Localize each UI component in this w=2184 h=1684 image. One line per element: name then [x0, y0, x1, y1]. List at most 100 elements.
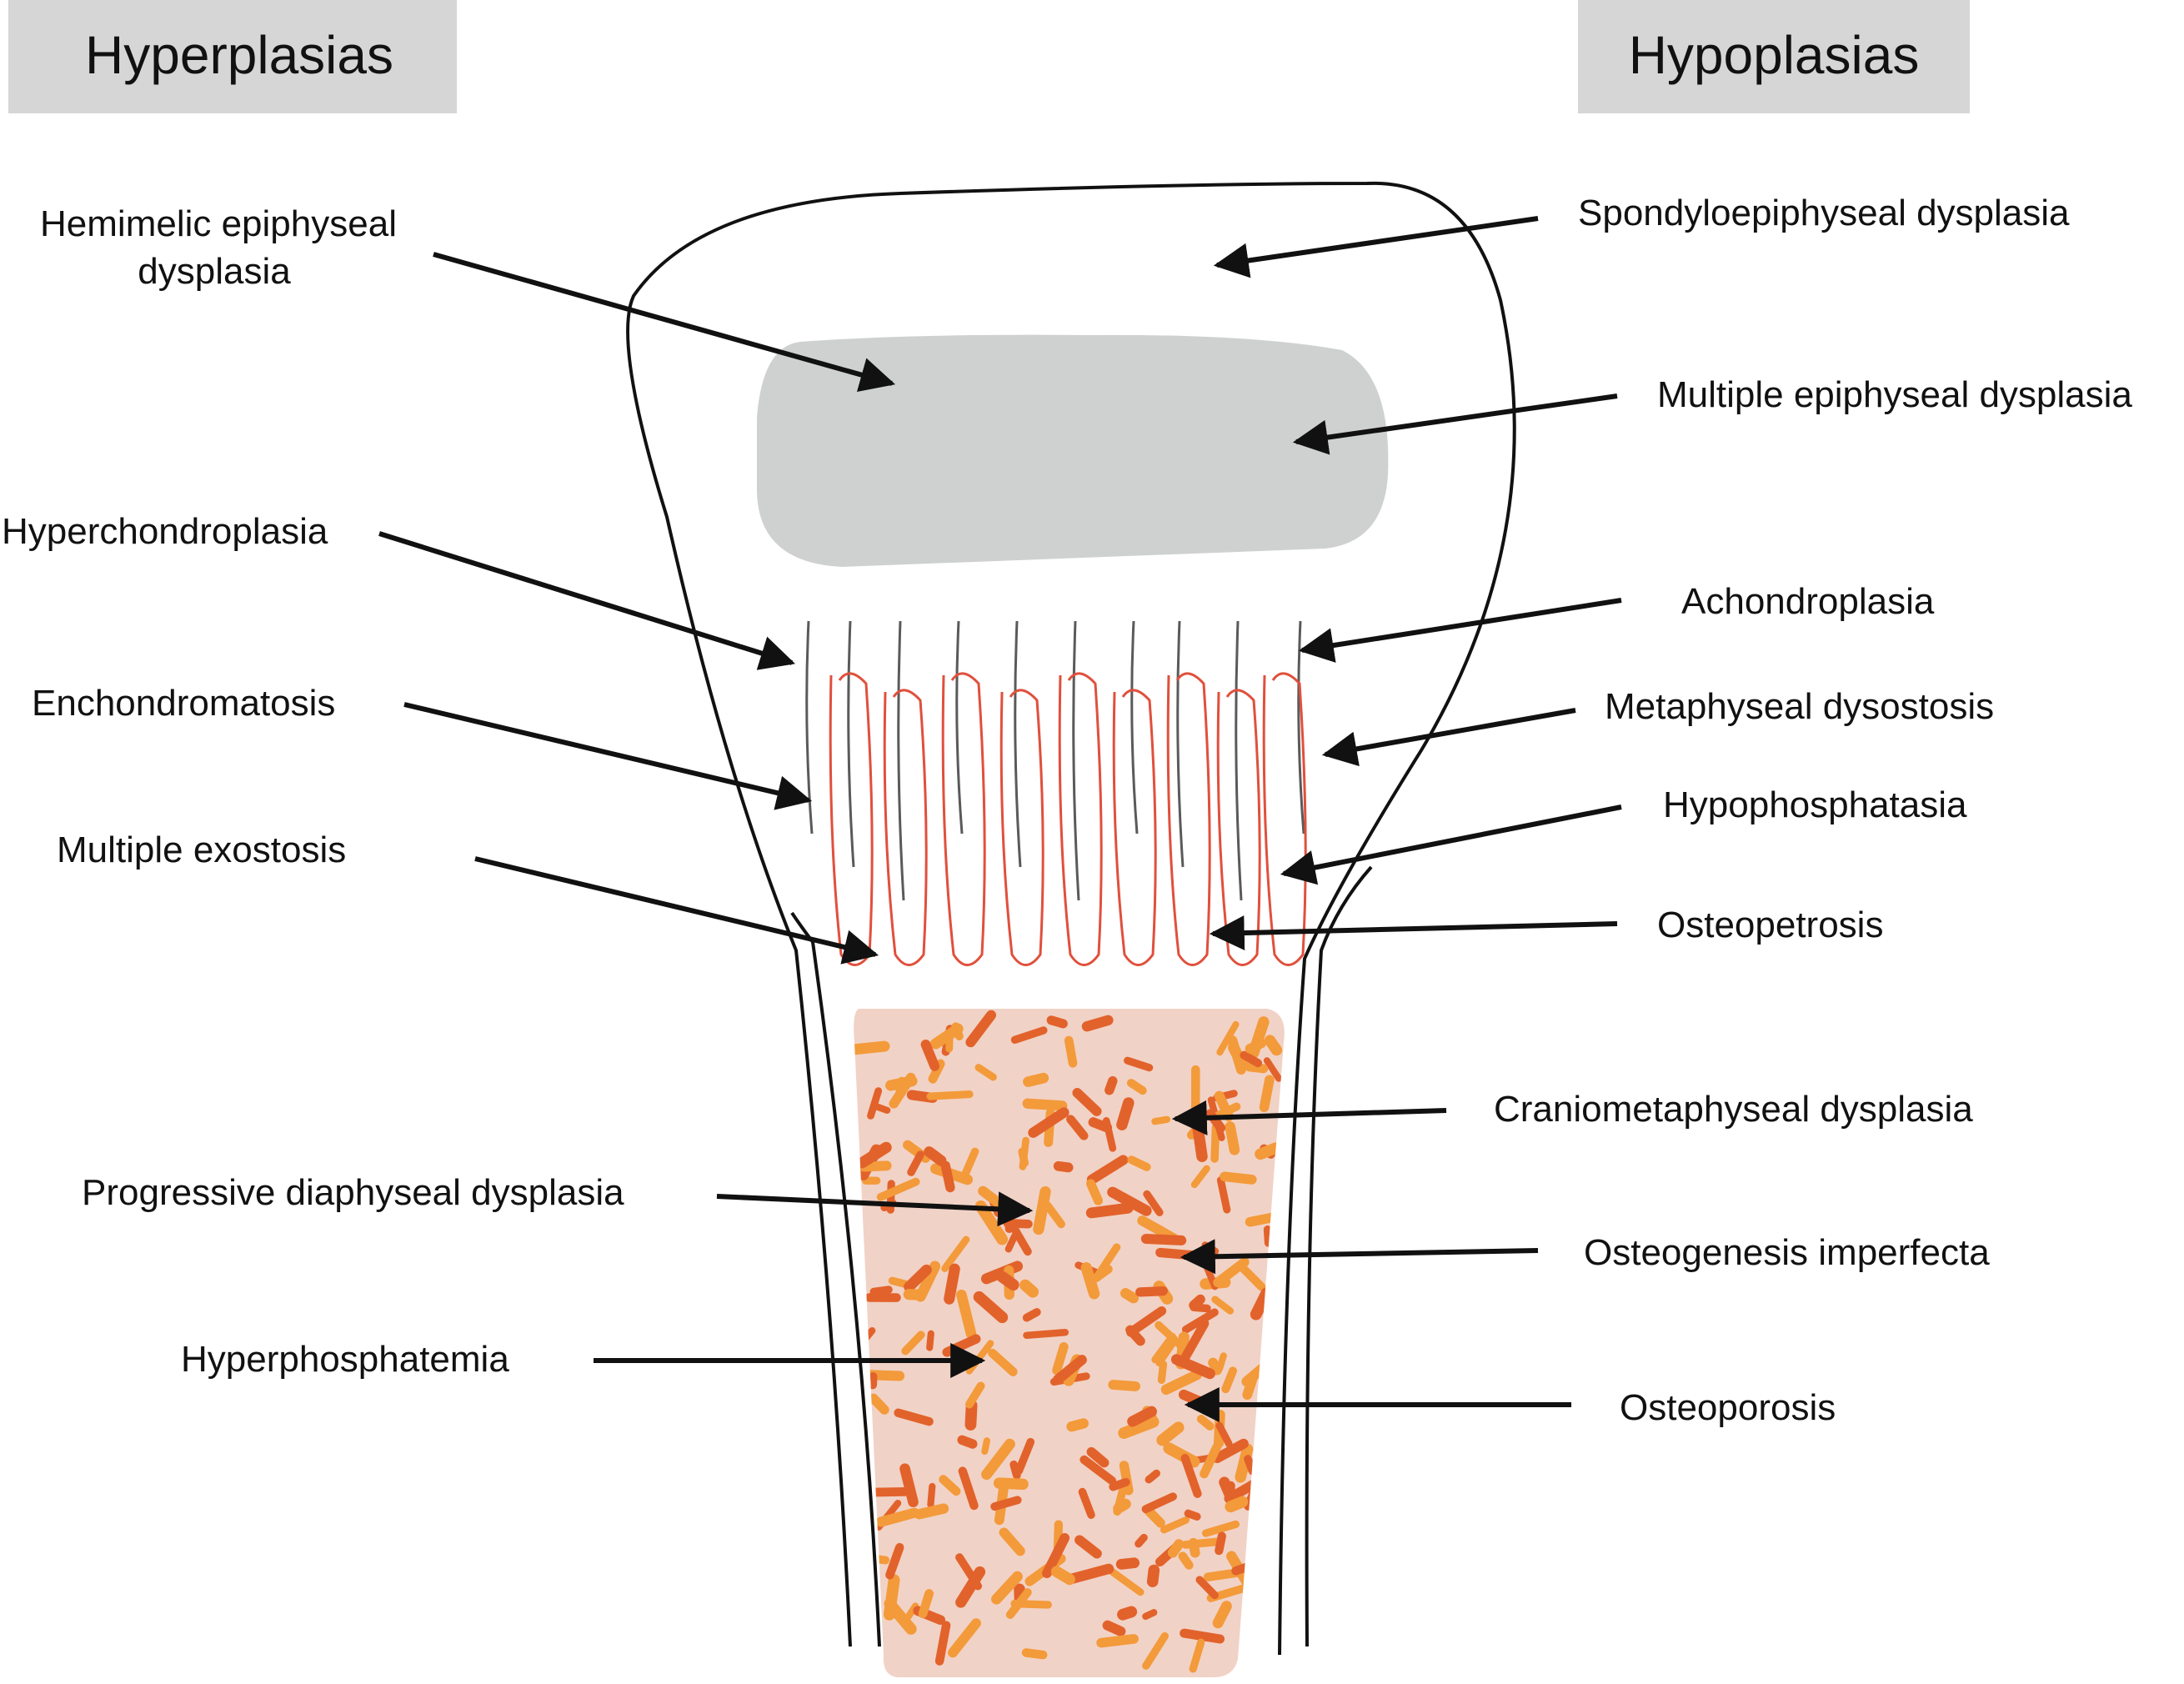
speckle [1126, 1079, 1147, 1095]
arrow-progressive-diaphyseal [716, 1191, 1034, 1227]
speckle [1043, 1201, 1065, 1229]
label-craniometaphyseal: Craniometaphyseal dysplasia [1494, 1089, 1973, 1130]
speckle [1221, 1366, 1237, 1394]
speckle [855, 1601, 879, 1623]
label-multiple-epiphyseal: Multiple epiphyseal dysplasia [1657, 374, 2132, 415]
speckle [1145, 1469, 1160, 1484]
label-progressive-diaphyseal: Progressive diaphyseal dysplasia [82, 1172, 624, 1213]
speckle [973, 1291, 1009, 1324]
speckle [867, 1087, 883, 1120]
speckle [959, 1147, 979, 1181]
speckle [1019, 1279, 1039, 1298]
speckle [1021, 1648, 1048, 1660]
speckle [1105, 1075, 1118, 1095]
speckle [1235, 1443, 1254, 1483]
speckle [1113, 1498, 1131, 1514]
speckle [1127, 1406, 1157, 1427]
arrow-spondyloepiphyseal [1213, 216, 1539, 278]
speckle [856, 1141, 892, 1169]
arrow-osteopetrosis [1209, 915, 1618, 951]
speckle [1240, 1050, 1263, 1068]
label-hyperchondroplasia: Hyperchondroplasia [2, 511, 328, 552]
speckle [904, 1264, 932, 1292]
growth-column-strand [1235, 620, 1243, 901]
speckle [875, 1507, 919, 1527]
speckle [1142, 1631, 1169, 1670]
speckle [999, 1527, 1025, 1556]
speckle [957, 1435, 978, 1449]
speckle [1157, 1360, 1168, 1384]
speckle [1072, 1088, 1102, 1116]
speckle [1189, 1294, 1205, 1311]
speckle [1160, 1516, 1190, 1534]
diaphysis-speckles [854, 1010, 1285, 1673]
speckle [1066, 1115, 1089, 1140]
speckle [873, 1103, 891, 1114]
growth-column-strand [955, 620, 964, 834]
speckle [918, 1589, 934, 1619]
speckle [907, 1150, 924, 1176]
speckle [1189, 1638, 1205, 1673]
growth-column-strand [847, 620, 855, 868]
arrow-hemimelic [433, 252, 896, 392]
speckle [1213, 1257, 1250, 1288]
label-multiple-exostosis: Multiple exostosis [57, 829, 346, 870]
speckle [1143, 1190, 1164, 1216]
hypoplasias-header: Hypoplasias [1578, 0, 1970, 113]
speckle [1086, 1446, 1110, 1468]
speckle [1067, 1563, 1115, 1584]
speckle [1170, 1354, 1215, 1380]
speckle [1118, 1416, 1160, 1439]
speckle [974, 1064, 997, 1081]
speckle [1211, 1296, 1235, 1315]
arrow-hypophosphatasia [1280, 804, 1622, 885]
speckle [888, 1276, 909, 1288]
speckle [1155, 1336, 1179, 1367]
speckle [1106, 1566, 1145, 1596]
speckle [914, 1503, 949, 1520]
speckle [1023, 1072, 1049, 1087]
growth-column-strand [1014, 620, 1022, 868]
speckle [988, 1348, 1018, 1376]
arrow-hyperchondroplasia [378, 531, 796, 670]
speckle [894, 1408, 934, 1426]
speckle [1022, 1308, 1041, 1322]
growth-column-red [1166, 672, 1211, 966]
hyperplasias-header: Hyperplasias [8, 0, 457, 113]
speckle [1254, 1556, 1280, 1571]
label-hemimelic-line1: Hemimelic epiphyseal [40, 203, 397, 244]
growth-column-red [999, 689, 1044, 966]
speckle [1085, 1202, 1134, 1219]
speckle [859, 1160, 892, 1172]
speckle [1255, 1142, 1282, 1160]
speckle [1225, 1496, 1249, 1513]
speckle [1259, 1075, 1275, 1112]
growth-column-red [941, 672, 986, 966]
speckle [1216, 1352, 1227, 1372]
speckle [1135, 1533, 1148, 1548]
speckle [1201, 1520, 1240, 1537]
speckle [1140, 1234, 1187, 1245]
speckle [1064, 1035, 1078, 1068]
speckle [1023, 1328, 1069, 1340]
speckle [1091, 1265, 1113, 1283]
speckle [1074, 1535, 1102, 1559]
hyperplasias-header-text: Hyperplasias [85, 25, 393, 85]
label-hypophosphatasia: Hypophosphatasia [1663, 784, 1967, 825]
speckle [1028, 1107, 1069, 1138]
speckle [1195, 1576, 1219, 1600]
speckle [1010, 1026, 1048, 1044]
speckle [927, 1482, 936, 1509]
speckle [1096, 1634, 1139, 1648]
speckle [990, 1496, 1022, 1511]
speckle [854, 1040, 890, 1055]
speckle [1117, 1606, 1138, 1621]
speckle [948, 1618, 981, 1658]
speckle [1115, 1557, 1140, 1570]
speckle [934, 1621, 951, 1666]
epiphysis [757, 334, 1389, 567]
speckle [1264, 1035, 1283, 1056]
label-osteogenesis-imperfecta: Osteogenesis imperfecta [1584, 1232, 1990, 1273]
speckle [955, 1566, 986, 1608]
